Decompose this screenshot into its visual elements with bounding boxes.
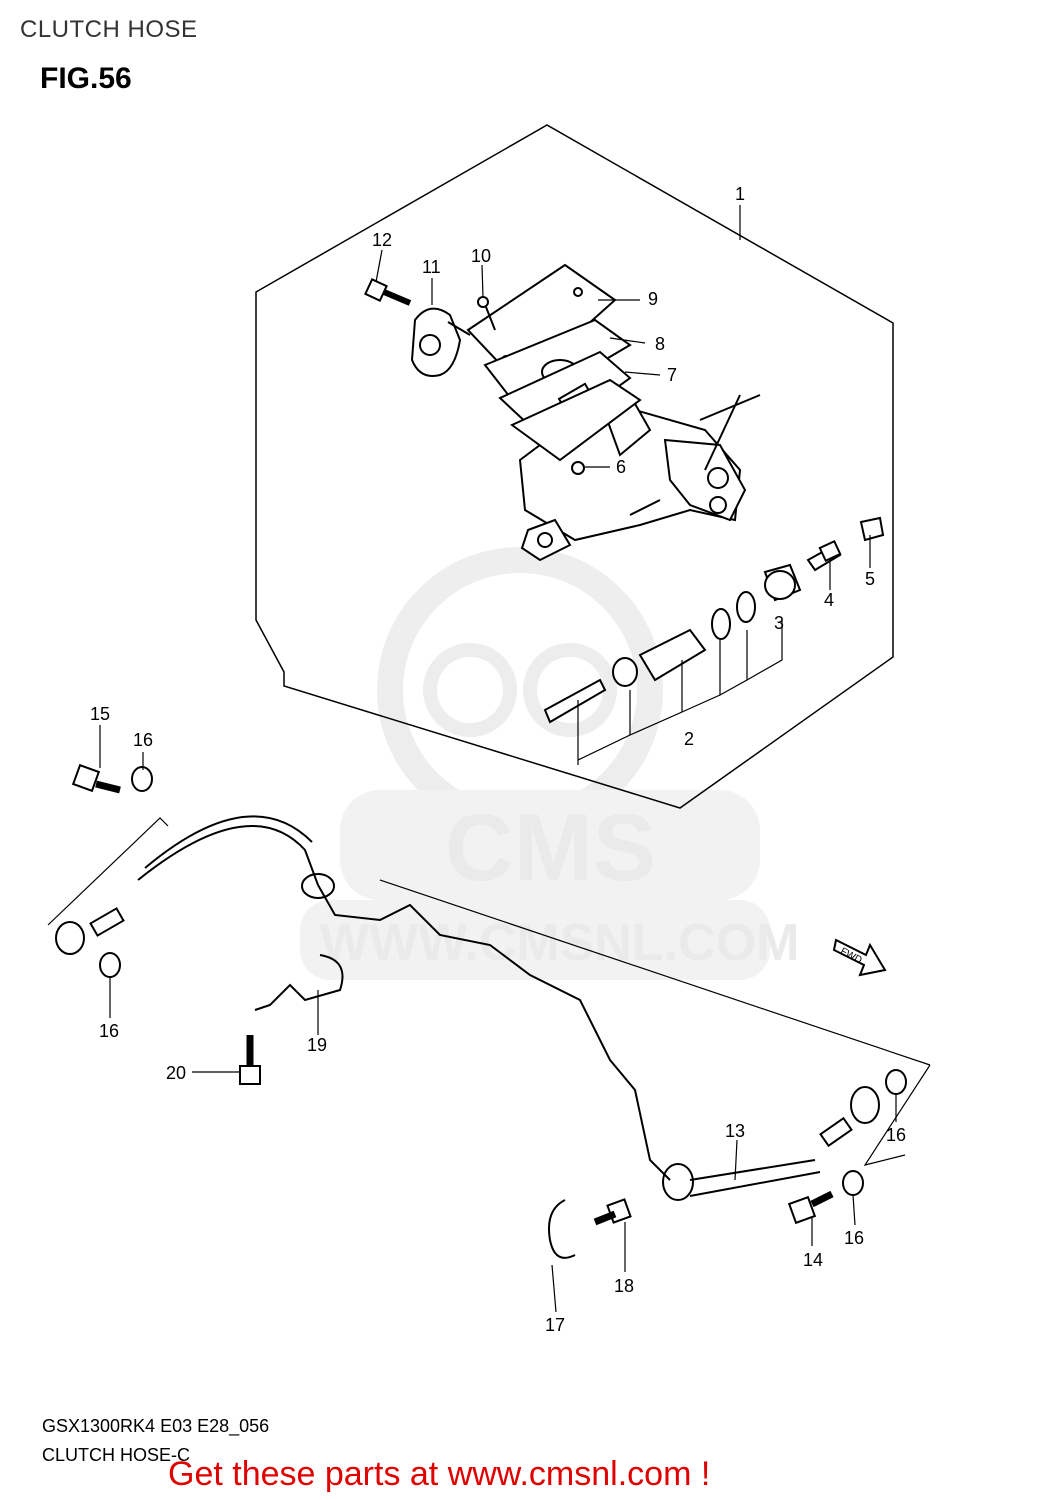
callout-8: 8 — [655, 334, 665, 354]
clamp-bolt — [364, 278, 412, 306]
callout-16-right: 16 — [886, 1125, 906, 1145]
callout-12: 12 — [372, 230, 392, 250]
reservoir-nut — [571, 461, 585, 475]
callout-4: 4 — [824, 590, 834, 610]
watermark-url: WWW.CMSNL.COM — [320, 914, 799, 972]
fwd-label: FWD — [838, 946, 863, 966]
promo-link[interactable]: Get these parts at www.cmsnl.com ! — [168, 1455, 711, 1493]
callout-leaders — [99, 249, 897, 1313]
union-bolts — [71, 763, 834, 1226]
callout-3: 3 — [774, 613, 784, 633]
callout-10: 10 — [471, 246, 491, 266]
sealing-washers — [99, 766, 907, 1196]
handlebar-clamp — [410, 307, 471, 377]
watermark-logo: CMS WWW.CMSNL.COM — [300, 547, 799, 980]
callout-20: 20 — [166, 1063, 186, 1083]
callout-16-top: 16 — [133, 730, 153, 750]
piston-kit — [543, 516, 885, 724]
cap-screw — [477, 296, 496, 331]
callout-5: 5 — [865, 569, 875, 589]
model-code: GSX1300RK4 E03 E28_056 — [42, 1416, 270, 1436]
piston-kit-bracket — [577, 620, 783, 765]
callout-17: 17 — [545, 1315, 565, 1335]
callout-15: 15 — [90, 704, 110, 724]
callout-6: 6 — [616, 457, 626, 477]
hose-leader-bottom — [863, 1064, 931, 1166]
callout-14: 14 — [803, 1250, 823, 1270]
callout-16-left: 16 — [99, 1021, 119, 1041]
watermark-brand: CMS — [445, 795, 656, 901]
clutch-hose — [55, 815, 880, 1201]
callout-11: 11 — [422, 257, 441, 277]
callout-1: 1 — [735, 184, 745, 204]
callout-9: 9 — [648, 289, 658, 309]
callout-2: 2 — [684, 729, 694, 749]
callout-19: 19 — [307, 1035, 327, 1055]
callout-18: 18 — [614, 1276, 634, 1296]
fwd-arrow-icon: FWD — [832, 938, 887, 977]
hose-clamps — [254, 954, 576, 1259]
master-cylinder-assembly-frame — [255, 124, 894, 809]
callout-16-bottom: 16 — [844, 1228, 864, 1248]
callout-7: 7 — [667, 365, 677, 385]
diagram-subtitle: CLUTCH HOSE-C — [42, 1445, 191, 1465]
section-title: CLUTCH HOSE — [20, 16, 198, 43]
callout-labels: 1 2 3 4 5 6 7 8 9 10 11 12 13 14 15 16 1… — [90, 184, 906, 1335]
hose-leader-top — [47, 817, 169, 926]
figure-number: FIG.56 — [40, 62, 132, 95]
callout-13: 13 — [725, 1121, 745, 1141]
